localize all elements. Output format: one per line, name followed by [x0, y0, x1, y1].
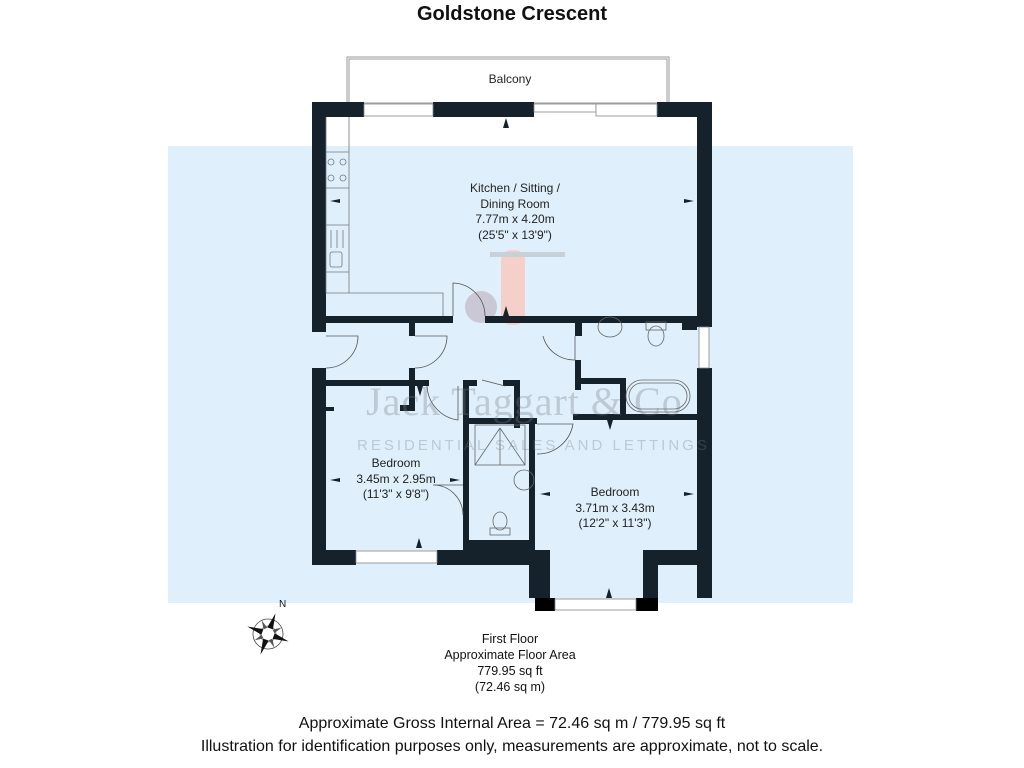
kitchen-marker: [490, 252, 565, 257]
highlight-overlay: [168, 146, 853, 603]
walls: [312, 102, 712, 611]
bedroom2-label: Bedroom 3.71m x 3.43m (12'2" x 11'3"): [555, 485, 675, 532]
doors: [325, 282, 576, 516]
room-dimensions-imperial: (25'5" x 13'9"): [478, 227, 552, 242]
room-dimensions-metric: 7.77m x 4.20m: [475, 212, 555, 226]
floor-area-sqft: 779.95 sq ft: [477, 664, 543, 678]
room-name: Kitchen / Sitting /: [469, 181, 561, 195]
floor-name: First Floor: [481, 632, 539, 646]
kitchen-counters: [325, 117, 444, 316]
room-dimensions-imperial: (12'2" x 11'3"): [578, 516, 652, 530]
disclaimer-text: Illustration for identification purposes…: [200, 738, 824, 755]
floor-area-summary: First Floor Approximate Floor Area 779.9…: [380, 631, 640, 695]
room-name: Dining Room: [480, 196, 550, 211]
watermark-tagline: RESIDENTIAL SALES AND LETTINGS: [357, 437, 710, 454]
compass-north-label: N: [279, 599, 287, 610]
room-name: Bedroom: [371, 456, 421, 470]
room-dimensions-metric: 3.45m x 2.95m: [356, 471, 436, 486]
floor-area-label: Approximate Floor Area: [444, 648, 576, 662]
room-dimensions-metric: 3.71m x 3.43m: [575, 500, 655, 515]
bathroom-fixtures: [474, 316, 691, 536]
bedroom1-label: Bedroom 3.45m x 2.95m (11'3" x 9'8"): [336, 456, 456, 503]
floor-area-sqm: (72.46 sq m): [474, 680, 546, 694]
gross-area-text: Approximate Gross Internal Area = 72.46 …: [298, 715, 726, 732]
room-name: Bedroom: [590, 485, 640, 499]
page-title: Goldstone Crescent: [416, 3, 608, 25]
highlight-dot: [465, 291, 497, 323]
highlight-path: [501, 250, 525, 325]
room-dimensions-imperial: (11'3" x 9'8"): [362, 487, 430, 501]
windows: [355, 103, 710, 611]
watermark-brand: Jack Taggart & Co: [366, 379, 683, 424]
balcony-label: Balcony: [488, 72, 532, 86]
kitchen-label: Kitchen / Sitting / Dining Room 7.77m x …: [440, 181, 590, 243]
compass-icon: [247, 613, 289, 655]
dimension-arrows: [330, 118, 694, 598]
